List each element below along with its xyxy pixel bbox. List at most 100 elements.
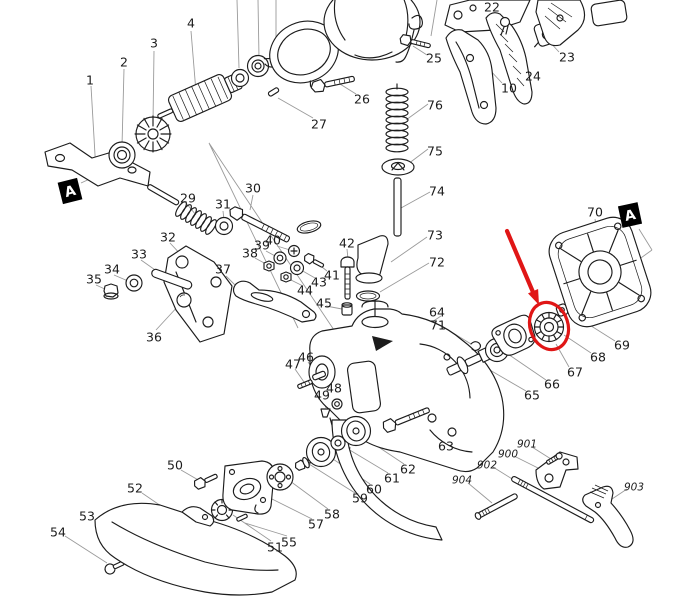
bolt-part-42 [340,256,355,300]
part-label-31: 31 [215,197,231,212]
bearing-retainer [491,314,536,356]
part-label-26: 26 [354,92,370,107]
fan-part-3 [134,115,172,153]
pivot-screws-46-49 [297,370,343,418]
part-label-40: 40 [265,233,281,248]
part-label-43: 43 [311,275,327,290]
part-label-75: 75 [427,144,443,159]
part-label-47: 47 [285,357,301,372]
washer-part-34 [125,274,143,292]
part-label-901: 901 [517,439,537,451]
flange-disc-part-58 [266,463,294,491]
nut-part-35 [103,283,119,300]
part-label-67: 67 [567,365,583,380]
screw-part-901 [545,452,563,465]
part-label-32: 32 [160,230,176,245]
bolt-part-25 [399,34,431,49]
handle-cover-part-24 [485,12,533,105]
rod-part-902 [511,476,595,524]
part-label-60: 60 [366,482,382,497]
part-label-45: 45 [316,296,332,311]
bolt-part-26 [310,75,355,93]
part-label-4: 4 [187,16,195,31]
highlight-group [504,228,571,352]
dust-spout-part-73 [355,235,389,284]
screw-part-50 [193,473,218,490]
upper-grip-fragment [535,0,586,47]
spring-part-76 [385,83,409,153]
highlight-circle [527,300,571,352]
washer-part-75 [381,158,415,176]
part-label-44: 44 [297,283,313,298]
part-label-65: 65 [524,388,540,403]
view-markers: AA [57,177,643,228]
part-label-46: 46 [298,350,314,365]
part-label-900: 900 [498,449,518,461]
part-label-30: 30 [245,181,261,196]
part-label-23: 23 [559,50,575,65]
cover-plate-part-57 [222,460,275,515]
part-label-34: 34 [104,262,120,277]
flange-part-62 [340,415,372,447]
part-number-labels: 1234222324102526277675747372293031323334… [50,0,644,555]
cover-plate-part [590,0,628,27]
part-label-42: 42 [339,236,355,251]
part-label-22: 22 [484,0,500,15]
part-label-33: 33 [131,247,147,262]
part-label-69: 69 [614,338,630,353]
blade-guard-part-52 [94,502,297,596]
armature-part-4 [157,73,248,122]
flange-part-60 [305,436,337,468]
o-ring-upper [296,220,322,234]
part-label-903: 903 [624,482,644,494]
bearing-part-2 [108,141,136,169]
screw-part-54 [104,560,125,575]
part-label-2: 2 [120,55,128,70]
part-label-41: 41 [324,268,340,283]
washer-part-31 [214,216,234,236]
part-label-10: 10 [501,81,517,96]
part-label-73: 73 [427,228,443,243]
rod-part-74 [393,177,402,237]
part-label-49: 49 [314,388,330,403]
part-label-37: 37 [215,262,231,277]
view-marker-a: A [617,202,643,228]
part-label-35: 35 [86,272,102,287]
spindle-part-65 [446,347,491,376]
part-label-64: 64 [429,305,445,320]
pin-part-33 [151,268,193,290]
bracket-part-900 [535,451,579,490]
bracket-part-32 [163,245,233,343]
rod-part-904 [474,493,518,520]
part-label-63: 63 [438,439,454,454]
part-label-62: 62 [400,462,416,477]
part-label-71: 71 [430,318,446,333]
svg-text:A: A [63,183,78,201]
part-label-70: 70 [587,205,603,220]
part-label-51: 51 [267,540,283,555]
part-label-57: 57 [308,517,324,532]
washer-part-61 [330,435,346,451]
rod-pin-upper [147,184,180,206]
part-label-76: 76 [427,98,443,113]
handle-part-10 [445,29,497,125]
part-label-904: 904 [452,475,472,487]
pin-part-55 [236,513,248,522]
part-label-36: 36 [146,330,162,345]
stator-part [323,0,423,63]
part-label-66: 66 [544,377,560,392]
part-label-38: 38 [242,246,258,261]
part-label-3: 3 [150,36,158,51]
part-label-52: 52 [127,481,143,496]
view-marker-a: A [57,177,83,205]
part-label-24: 24 [525,69,541,84]
switch-part-22 [499,16,511,36]
part-label-27: 27 [311,117,327,132]
part-label-29: 29 [180,191,196,206]
bolt-part-63 [382,407,430,433]
part-label-39: 39 [254,238,270,253]
svg-text:A: A [623,207,637,225]
part-label-55: 55 [281,535,297,550]
part-label-902: 902 [477,460,497,472]
